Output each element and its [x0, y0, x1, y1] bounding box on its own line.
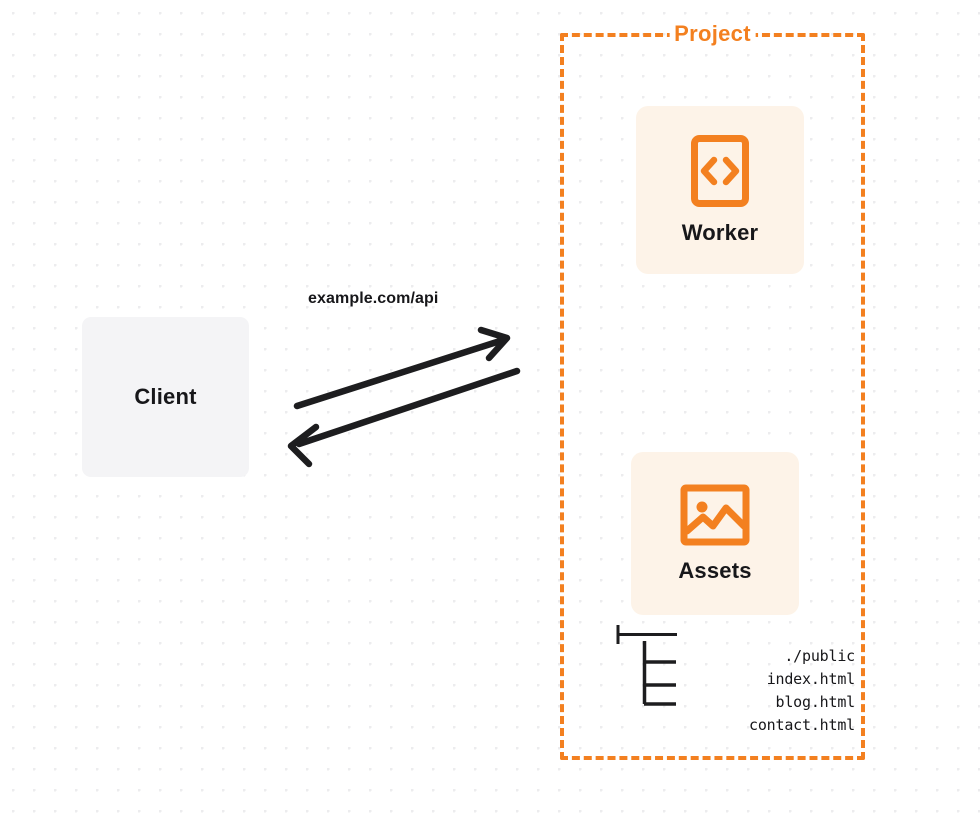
- file-tree-item-label: contact.html: [749, 716, 855, 734]
- request-arrow-icon: [293, 326, 511, 410]
- image-icon: [680, 484, 750, 545]
- project-group-title: Project: [669, 21, 756, 47]
- file-tree-row[interactable]: blog.html: [609, 668, 857, 711]
- connection-label: example.com/api: [308, 290, 439, 307]
- file-tree-item-label: blog.html: [775, 693, 856, 711]
- file-tree-root-label: ./public: [784, 647, 855, 665]
- service-card-assets[interactable]: Assets: [631, 452, 799, 615]
- service-label-assets: Assets: [678, 557, 752, 583]
- project-group[interactable]: Project Worker Assets: [560, 21, 865, 760]
- response-arrow-icon: [287, 367, 521, 468]
- code-brackets-icon: [691, 135, 749, 207]
- file-tree-row-root[interactable]: ./public: [609, 622, 857, 665]
- assets-file-tree: ./public index.html blog.html contact.ht…: [609, 622, 857, 734]
- service-label-worker: Worker: [681, 220, 759, 245]
- client-node[interactable]: Client: [82, 317, 249, 477]
- file-tree-row[interactable]: contact.html: [609, 691, 857, 734]
- client-label: Client: [134, 384, 197, 409]
- file-tree-item-label: index.html: [766, 670, 856, 688]
- file-tree-row[interactable]: index.html: [609, 645, 857, 688]
- service-card-worker[interactable]: Worker: [636, 106, 804, 274]
